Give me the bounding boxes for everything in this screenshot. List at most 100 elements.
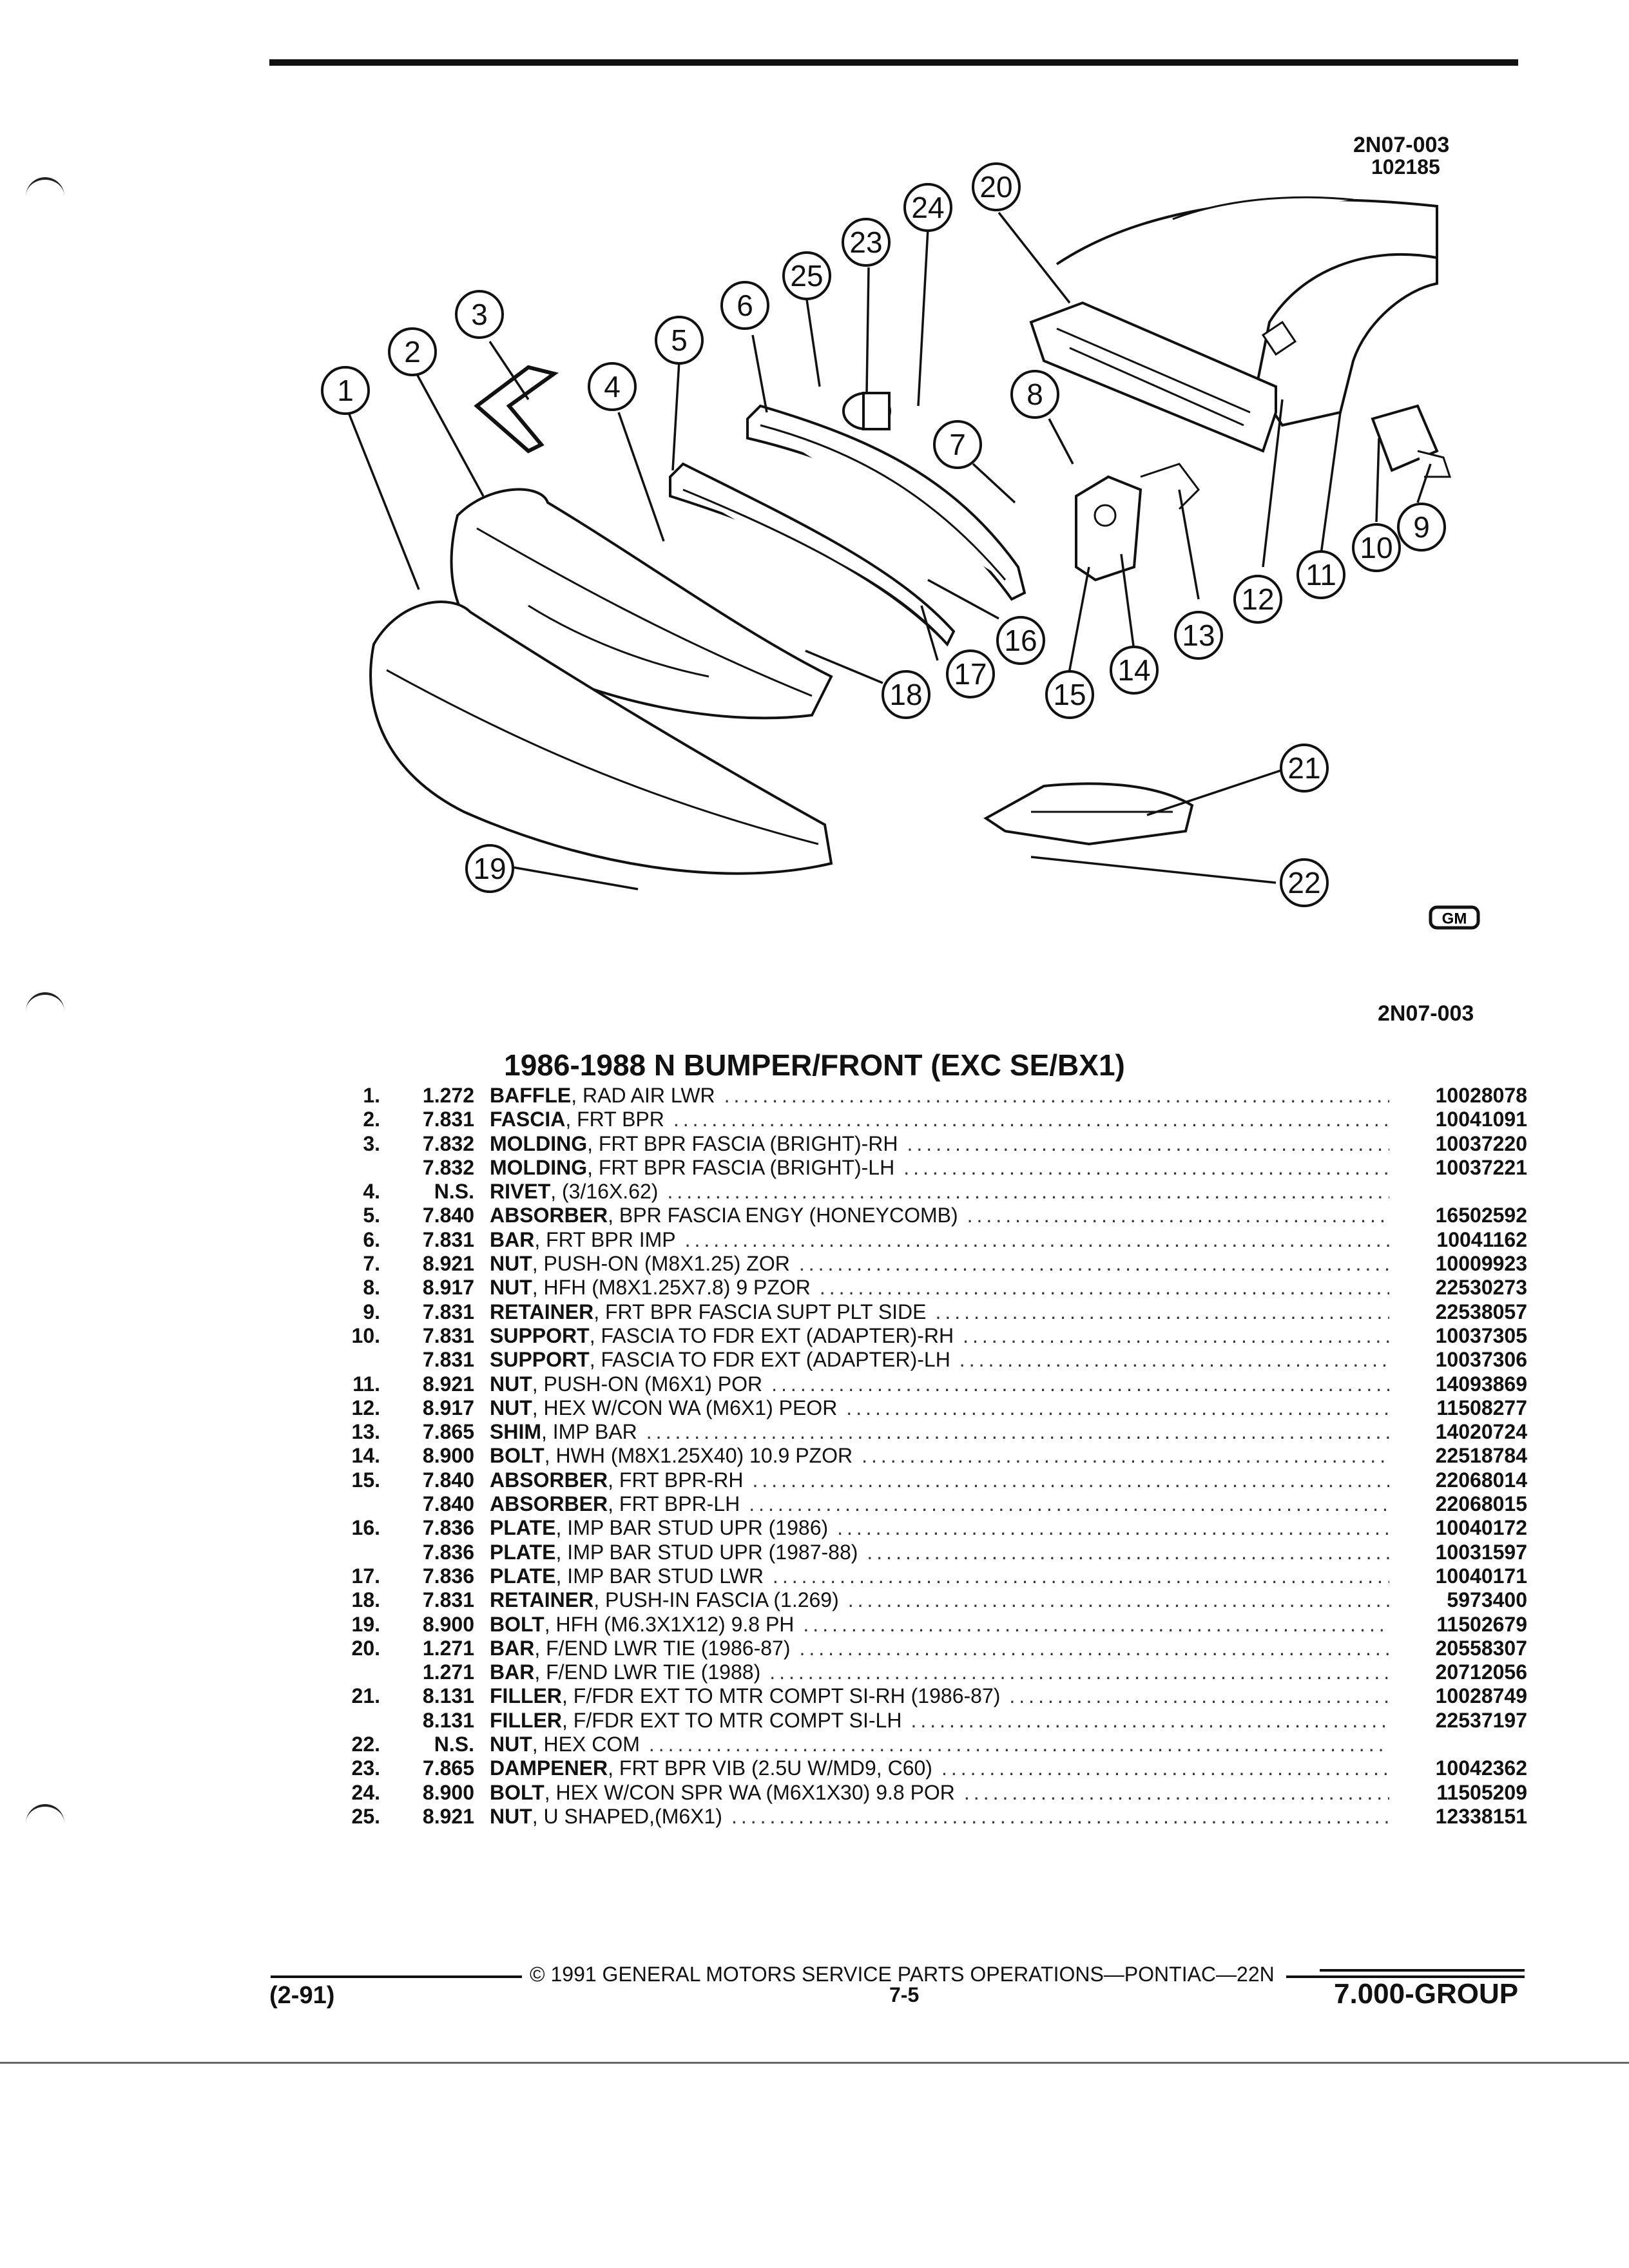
part-spec: , FRT BPR xyxy=(565,1108,664,1131)
part-number: 10031597 xyxy=(1435,1540,1527,1564)
callout-3: 3 xyxy=(455,290,504,339)
part-number: 10028078 xyxy=(1435,1084,1527,1107)
ref-code: 2N07-003 xyxy=(1353,133,1450,157)
item-number: 9. xyxy=(363,1300,380,1323)
part-name: NUT xyxy=(490,1396,532,1419)
part-description: FASCIA, FRT BPR xyxy=(490,1108,1398,1131)
item-number: 16. xyxy=(351,1516,380,1540)
part-description: NUT, HEX COM xyxy=(490,1733,1398,1756)
part-spec: , FRT BPR-LH xyxy=(608,1492,740,1516)
fender-body xyxy=(1055,196,1438,427)
lower-tie-bar xyxy=(1029,301,1277,453)
part-description: PLATE, IMP BAR STUD LWR xyxy=(490,1564,1398,1588)
fascia xyxy=(450,488,833,720)
leader-dots xyxy=(903,1156,1389,1180)
item-number: 12. xyxy=(351,1396,380,1419)
callout-17: 17 xyxy=(946,649,995,698)
leader-dots xyxy=(646,1420,1389,1444)
leader-dots xyxy=(799,1252,1389,1276)
group-label: 7.000-GROUP xyxy=(1334,1978,1519,2010)
part-description: DAMPENER, FRT BPR VIB (2.5U W/MD9, C60) xyxy=(490,1756,1398,1780)
leader-dots xyxy=(837,1516,1389,1540)
part-spec: , F/FDR EXT TO MTR COMPT SI-LH xyxy=(561,1708,902,1732)
callout-22: 22 xyxy=(1280,858,1329,907)
part-name: BAR xyxy=(490,1227,535,1251)
svg-text:2: 2 xyxy=(404,335,421,369)
part-description: MOLDING, FRT BPR FASCIA (BRIGHT)-LH xyxy=(490,1156,1398,1180)
part-number: 10042362 xyxy=(1435,1756,1527,1780)
svg-text:3: 3 xyxy=(471,298,488,331)
callout-13: 13 xyxy=(1174,611,1223,660)
part-spec: , FRT BPR FASCIA SUPT PLT SIDE xyxy=(593,1300,927,1323)
catalog-code: 8.900 xyxy=(422,1444,474,1468)
svg-text:25: 25 xyxy=(790,259,823,293)
leader-dots xyxy=(667,1180,1389,1204)
part-description: NUT, U SHAPED,(M6X1) xyxy=(490,1805,1398,1829)
callout-24: 24 xyxy=(903,183,952,232)
part-name: MOLDING xyxy=(490,1155,588,1179)
leader-dots xyxy=(959,1348,1389,1372)
part-number: 11508277 xyxy=(1436,1396,1527,1419)
callout-20: 20 xyxy=(972,162,1021,211)
part-spec: , HFH (M6.3X1X12) 9.8 PH xyxy=(544,1612,795,1636)
part-description: PLATE, IMP BAR STUD UPR (1986) xyxy=(490,1516,1398,1540)
part-description: BAR, F/END LWR TIE (1988) xyxy=(490,1660,1398,1684)
leader-dots xyxy=(799,1637,1389,1660)
part-number: 22518784 xyxy=(1435,1444,1527,1468)
catalog-code: 1.271 xyxy=(422,1660,474,1684)
item-number: 23. xyxy=(351,1756,380,1780)
catalog-code: 7.831 xyxy=(422,1348,474,1372)
part-name: NUT xyxy=(490,1733,532,1756)
svg-text:10: 10 xyxy=(1360,531,1393,564)
part-spec: , FRT BPR VIB (2.5U W/MD9, C60) xyxy=(608,1756,932,1780)
svg-text:11: 11 xyxy=(1306,558,1336,591)
part-name: FASCIA xyxy=(490,1108,566,1131)
callout-9: 9 xyxy=(1397,503,1446,552)
footer-rule-left xyxy=(271,1975,522,1978)
callout-4: 4 xyxy=(588,362,637,411)
part-number: 10037221 xyxy=(1435,1155,1527,1179)
callout-16: 16 xyxy=(996,616,1045,665)
callout-8: 8 xyxy=(1010,370,1059,419)
item-number: 4. xyxy=(363,1180,380,1204)
part-description: NUT, HFH (M8X1.25X7.8) 9 PZOR xyxy=(490,1276,1398,1300)
part-description: ABSORBER, BPR FASCIA ENGY (HONEYCOMB) xyxy=(490,1204,1398,1227)
catalog-code: 7.832 xyxy=(422,1131,474,1155)
part-name: ABSORBER xyxy=(490,1204,608,1227)
part-name: RETAINER xyxy=(490,1588,594,1612)
item-number: 7. xyxy=(363,1252,380,1276)
part-description: RETAINER, FRT BPR FASCIA SUPT PLT SIDE xyxy=(490,1300,1398,1324)
part-number: 10040172 xyxy=(1435,1516,1527,1540)
part-number: 22537197 xyxy=(1435,1708,1527,1732)
copyright-notice: © 1991 GENERAL MOTORS SERVICE PARTS OPER… xyxy=(530,1963,1275,1986)
part-description: SHIM, IMP BAR xyxy=(490,1420,1398,1444)
part-spec: , HEX COM xyxy=(532,1733,640,1756)
part-spec: , PUSH-ON (M8X1.25) ZOR xyxy=(532,1252,790,1276)
honeycomb-absorber xyxy=(669,462,956,647)
part-spec: , FASCIA TO FDR EXT (ADAPTER)-LH xyxy=(589,1348,950,1372)
part-name: PLATE xyxy=(490,1564,556,1588)
part-description: FILLER, F/FDR EXT TO MTR COMPT SI-RH (19… xyxy=(490,1684,1398,1708)
item-number: 15. xyxy=(351,1468,380,1492)
leader-dots xyxy=(773,1564,1389,1588)
leader-dots xyxy=(771,1372,1389,1396)
part-number: 10041091 xyxy=(1435,1108,1527,1131)
leader-dots xyxy=(862,1444,1389,1468)
part-description: ABSORBER, FRT BPR-LH xyxy=(490,1492,1398,1516)
catalog-code: 8.921 xyxy=(422,1252,474,1276)
part-name: SUPPORT xyxy=(490,1323,590,1347)
part-spec: , FRT BPR FASCIA (BRIGHT)-LH xyxy=(587,1155,895,1179)
catalog-code: 7.840 xyxy=(422,1204,474,1227)
dampener xyxy=(842,392,891,430)
part-description: RIVET, (3/16X.62) xyxy=(490,1180,1398,1204)
